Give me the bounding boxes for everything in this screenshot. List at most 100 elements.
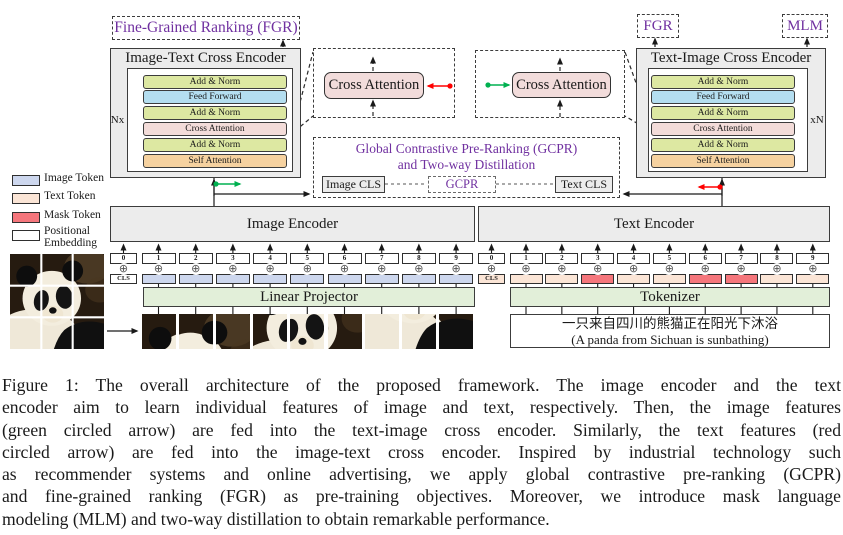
right-repeat-label: xN — [810, 114, 824, 126]
gcpr-title-line1: Global Contrastive Pre-Ranking (GCPR) — [355, 141, 578, 156]
image-patch-3 — [233, 274, 367, 405]
left-layer-2: Add & Norm — [143, 106, 287, 120]
img-cls-token: CLS — [110, 274, 137, 284]
tokenizer: Tokenizer — [510, 287, 830, 307]
gcpr-box: GCPR — [428, 176, 496, 193]
txt-add-icon-1: ⊕ — [520, 262, 532, 275]
caption-line-4: circled arrow) are fed into the image-te… — [2, 441, 841, 462]
txt-mask-token-6 — [688, 274, 722, 284]
img-add-icon-4: ⊕ — [264, 262, 277, 275]
legend-swatch-0 — [12, 175, 40, 186]
txt-token-4 — [617, 274, 651, 284]
cross-attention-module-left: Cross Attention — [324, 72, 424, 99]
left-layer-4: Add & Norm — [143, 138, 287, 152]
img-token-2 — [178, 274, 213, 284]
legend-swatch-2 — [12, 212, 40, 223]
linear-projector: Linear Projector — [143, 287, 475, 307]
txt-add-icon-7: ⊕ — [735, 262, 748, 275]
txt-add-icon-9: ⊕ — [806, 262, 819, 275]
zoom-module-left-frame — [313, 48, 455, 118]
txt-add-icon-0: ⊕ — [485, 262, 498, 275]
caption-line-7: modeling (MLM) and two-way distillation … — [2, 508, 550, 529]
caption-line-1: Figure 1: The overall architecture of th… — [2, 375, 841, 395]
txt-token-1 — [509, 274, 543, 284]
gcpr-label: GCPR — [445, 177, 479, 191]
text-encoder: Text Encoder — [478, 206, 830, 242]
img-add-icon-1: ⊕ — [152, 262, 165, 275]
gcpr-title-line2: and Two-way Distillation — [397, 157, 536, 172]
left-layer-1: Feed Forward — [143, 90, 287, 104]
cross-attention-left-label: Cross Attention — [328, 77, 420, 93]
text-input-chinese: 一只来自四川的熊猫正在阳光下沐浴 — [562, 316, 778, 331]
legend-label-2: Mask Token — [44, 209, 101, 221]
txt-add-icon-2: ⊕ — [555, 262, 568, 275]
img-add-icon-8: ⊕ — [412, 262, 425, 275]
right-layer-1: Feed Forward — [651, 90, 795, 104]
text-cls-box: Text CLS — [555, 176, 613, 193]
img-add-icon-7: ⊕ — [375, 262, 388, 275]
image-text-cross-encoder-title: Image-Text Cross Encoder — [125, 50, 286, 66]
txt-token-5 — [652, 274, 686, 284]
image-patch-1 — [125, 309, 259, 440]
image-patch-8 — [351, 239, 485, 370]
mlm-label: MLM — [787, 17, 823, 34]
left-layer-0: Add & Norm — [143, 75, 287, 89]
txt-add-icon-4: ⊕ — [627, 262, 640, 275]
img-token-7 — [364, 274, 399, 284]
legend-swatch-1 — [12, 193, 40, 204]
img-add-icon-0: ⊕ — [117, 262, 130, 275]
image-patch-2 — [128, 309, 262, 440]
tokenizer-label: Tokenizer — [640, 288, 700, 305]
image-patch-5 — [240, 274, 373, 405]
text-input-english: (A panda from Sichuan is sunbathing) — [571, 332, 769, 347]
caption-line-6: and fine-grained ranking (FGR) as pre-tr… — [2, 486, 841, 507]
txt-add-icon-3: ⊕ — [591, 262, 604, 275]
caption-line-5: as recommender systems and online advert… — [2, 464, 841, 485]
right-layer-5: Self Attention — [651, 154, 795, 168]
txt-add-icon-8: ⊕ — [770, 262, 783, 275]
fgr-short-label: FGR — [643, 17, 673, 34]
figure-caption: Figure 1: The overall architecture of th… — [0, 374, 843, 530]
image-encoder: Image Encoder — [110, 206, 475, 242]
cross-attention-module-right: Cross Attention — [512, 72, 611, 98]
text-input-box: 一只来自四川的熊猫正在阳光下沐浴 (A panda from Sichuan i… — [510, 314, 830, 348]
txt-token-2 — [545, 274, 579, 284]
image-patch-6 — [345, 239, 479, 370]
zoom-module-right-frame — [475, 50, 625, 118]
image-cls-label: Image CLS — [326, 177, 381, 191]
txt-add-icon-6: ⊕ — [699, 262, 712, 275]
img-token-6 — [327, 274, 362, 284]
right-layer-2: Add & Norm — [651, 106, 795, 120]
fgr-objective-box: Fine-Grained Ranking (FGR) — [112, 16, 300, 40]
fgr-objective-label: Fine-Grained Ranking (FGR) — [114, 19, 298, 36]
text-image-cross-encoder-title: Text-Image Cross Encoder — [650, 50, 812, 66]
img-token-1 — [141, 274, 176, 284]
txt-add-icon-5: ⊕ — [663, 262, 676, 275]
image-encoder-label: Image Encoder — [246, 215, 339, 232]
legend-label-1: Text Token — [44, 190, 96, 202]
left-repeat-label: Nx — [110, 114, 125, 126]
img-add-icon-5: ⊕ — [301, 262, 314, 275]
text-cls-label: Text CLS — [560, 177, 608, 191]
txt-mask-token-3 — [581, 274, 615, 284]
image-patch-7 — [348, 239, 482, 370]
img-add-icon-9: ⊕ — [450, 262, 463, 275]
linear-projector-label: Linear Projector — [260, 288, 358, 305]
txt-token-9 — [796, 274, 830, 284]
img-token-3 — [215, 274, 250, 284]
txt-token-8 — [760, 274, 794, 284]
img-add-icon-3: ⊕ — [226, 262, 239, 275]
img-token-4 — [253, 274, 288, 284]
left-layer-3: Cross Attention — [143, 122, 287, 136]
image-cls-box: Image CLS — [322, 176, 385, 193]
mlm-box: MLM — [782, 14, 828, 38]
img-token-8 — [401, 274, 436, 284]
image-patch-0 — [122, 309, 255, 440]
fgr-short-box: FGR — [637, 14, 679, 38]
right-layer-3: Cross Attention — [651, 122, 795, 136]
txt-mask-token-7 — [724, 274, 758, 284]
image-patch-4 — [237, 274, 370, 405]
legend-label-0: Image Token — [44, 172, 104, 184]
